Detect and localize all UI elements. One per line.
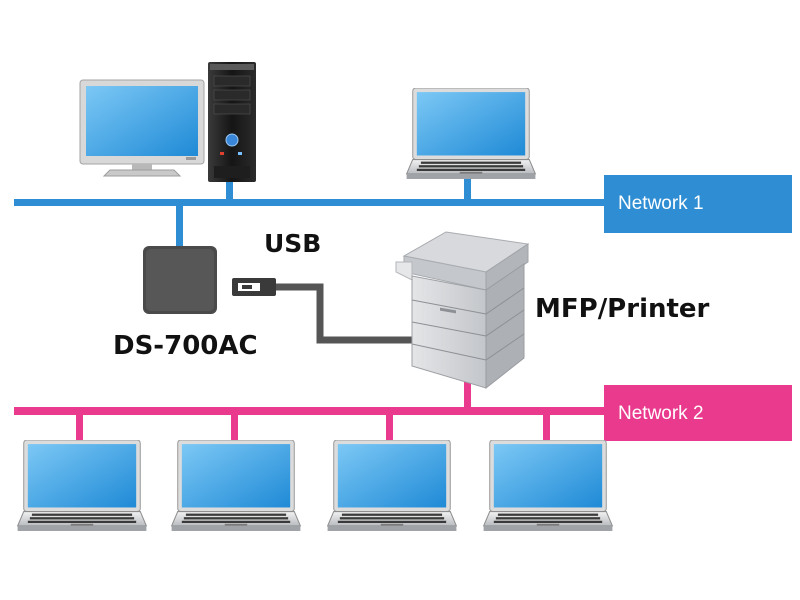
network-2-line bbox=[14, 407, 606, 415]
mfp-printer-icon bbox=[395, 231, 530, 390]
network-1-label: Network 1 bbox=[618, 193, 704, 214]
laptop-icon bbox=[406, 88, 536, 180]
usb-plug-icon bbox=[232, 278, 418, 344]
network-2-label: Network 2 bbox=[618, 403, 704, 424]
desktop-computer-icon bbox=[79, 62, 256, 182]
network-1-drop-desktop bbox=[226, 180, 233, 202]
network-2-drop-laptop-2 bbox=[231, 412, 238, 442]
laptop-icon bbox=[483, 440, 613, 532]
network-1-bus bbox=[14, 175, 792, 249]
printer-label: MFP/Printer bbox=[535, 294, 710, 324]
network-2-drop-laptop-1 bbox=[76, 412, 83, 442]
device-server-label: DS-700AC bbox=[113, 331, 258, 361]
laptop-icon bbox=[327, 440, 457, 532]
network-2-drop-laptop-4 bbox=[543, 412, 550, 442]
network-2-drop-laptop-3 bbox=[386, 412, 393, 442]
network-2-drop-printer bbox=[464, 378, 471, 410]
network-1-box bbox=[604, 175, 792, 233]
network-2-bus bbox=[14, 378, 792, 442]
network-2-box bbox=[604, 385, 792, 441]
network-1-drop-laptop bbox=[464, 175, 471, 202]
device-server-icon bbox=[143, 246, 217, 314]
usb-label: USB bbox=[264, 229, 322, 258]
network-1-drop-ds700ac bbox=[176, 205, 183, 249]
network-1-line bbox=[14, 199, 606, 206]
laptop-icon bbox=[171, 440, 301, 532]
laptop-icon bbox=[17, 440, 147, 532]
